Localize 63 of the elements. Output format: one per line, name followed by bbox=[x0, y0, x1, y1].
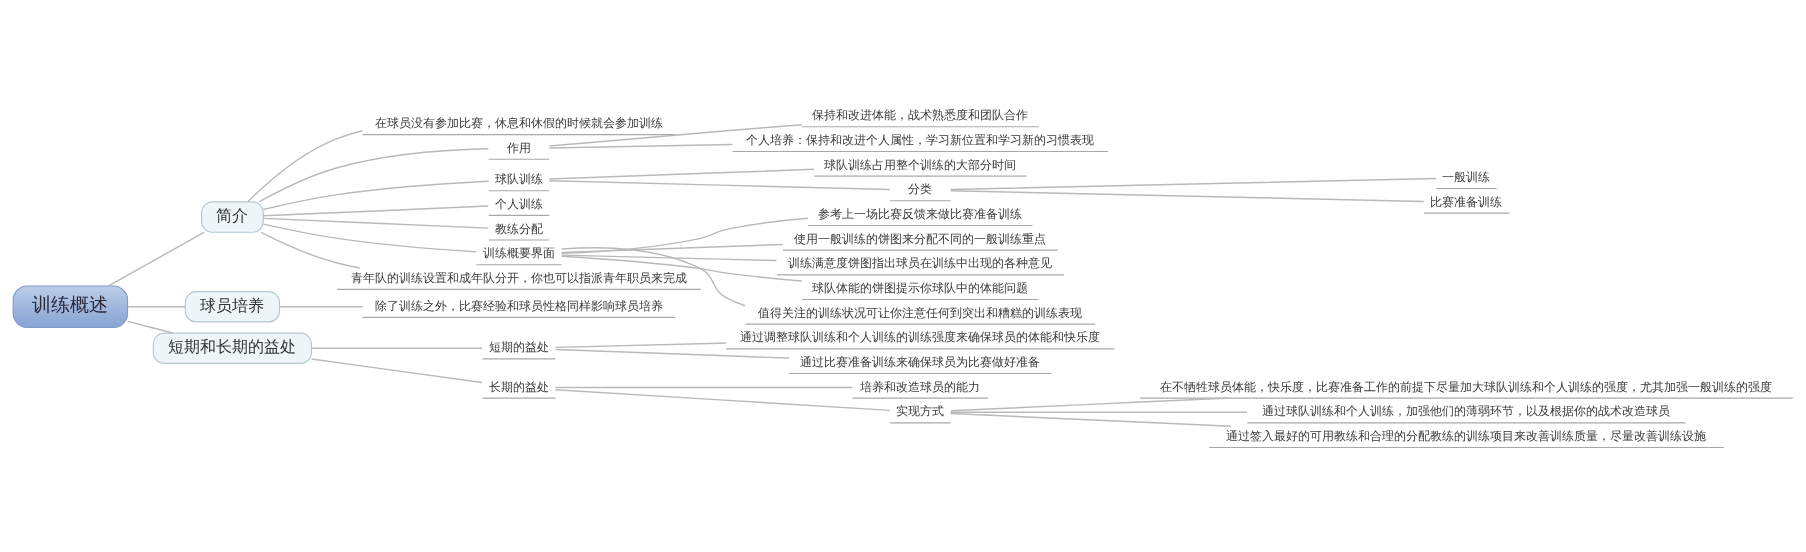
connector bbox=[107, 231, 205, 287]
connector bbox=[548, 123, 803, 147]
node-text: 通过比赛准备训练来确保球员为比赛做好准备 bbox=[800, 354, 1041, 369]
node-box: 球员培养 bbox=[184, 290, 281, 322]
connector bbox=[554, 386, 854, 388]
node-text: 在球员没有参加比赛，休息和休假的时候就会参加训练 bbox=[374, 115, 663, 130]
connector bbox=[950, 177, 1437, 190]
node-text: 球队体能的饼图提示你球队中的体能问题 bbox=[812, 280, 1029, 295]
connector bbox=[262, 222, 477, 253]
node-text: 在不牺牲球员体能，快乐度，比赛准备工作的前提下尽量加大球队训练和个人训练的强度，尤其加强一般训练的强度 bbox=[1160, 379, 1773, 394]
node-text: 使用一般训练的饼图来分配不同的一般训练重点 bbox=[794, 231, 1047, 246]
node-text: 球队训练 bbox=[494, 171, 543, 186]
node-text: 实现方式 bbox=[896, 403, 945, 418]
connector bbox=[262, 204, 490, 216]
connector bbox=[560, 217, 809, 254]
connector bbox=[554, 388, 891, 411]
connector bbox=[127, 320, 174, 334]
node-text: 长期的益处 bbox=[488, 379, 549, 394]
node-text: 球队训练占用整个训练的大部分时间 bbox=[824, 157, 1017, 172]
node-text: 个人训练 bbox=[494, 196, 543, 211]
connector bbox=[561, 246, 746, 306]
connector bbox=[260, 231, 361, 269]
node-text: 青年队的训练设置和成年队分开，你也可以指派青年职员来完成 bbox=[350, 270, 687, 285]
connector bbox=[548, 179, 891, 190]
connector bbox=[310, 347, 483, 349]
node-box: 训练概述 bbox=[12, 284, 129, 328]
connector bbox=[561, 255, 803, 282]
connector bbox=[950, 189, 1425, 202]
node-text: 训练满意度饼图指出球员在训练中出现的各种意见 bbox=[788, 255, 1053, 270]
connector bbox=[554, 341, 727, 348]
node-text: 培养和改造球员的能力 bbox=[860, 379, 981, 394]
node-text: 通过球队训练和个人训练，加强他们的薄弱环节，以及根据你的战术改造球员 bbox=[1262, 403, 1671, 418]
connector bbox=[127, 305, 186, 307]
connector bbox=[262, 217, 490, 229]
connector bbox=[258, 147, 490, 202]
connector bbox=[560, 243, 784, 253]
connector bbox=[548, 168, 815, 180]
node-text: 个人培养：保持和改进个人属性，学习新位置和学习新的习惯表现 bbox=[746, 132, 1095, 147]
node-text: 一般训练 bbox=[1442, 169, 1491, 184]
node-text: 通过签入最好的可用教练和合理的分配教练的训练项目来改善训练质量，尽量改善训练设施 bbox=[1226, 428, 1707, 443]
node-text: 作用 bbox=[506, 140, 531, 155]
connector bbox=[262, 180, 490, 210]
node-text: 比赛准备训练 bbox=[1430, 194, 1503, 209]
connector bbox=[950, 412, 1232, 427]
node-text: 通过调整球队训练和个人训练的训练强度来确保球员的体能和快乐度 bbox=[740, 329, 1101, 344]
connector bbox=[560, 253, 778, 261]
node-text: 分类 bbox=[908, 181, 933, 196]
node-box: 简介 bbox=[201, 200, 264, 233]
node-text: 值得关注的训练状况可让你注意任何到突出和糟糕的训练表现 bbox=[758, 305, 1083, 320]
connector bbox=[950, 410, 1248, 413]
node-text: 参考上一场比赛反馈来做比赛准备训练 bbox=[818, 206, 1023, 221]
connector bbox=[247, 129, 364, 202]
node-text: 训练概要界面 bbox=[482, 245, 555, 260]
node-box: 短期和长期的益处 bbox=[152, 332, 312, 364]
connector bbox=[554, 348, 790, 359]
node-text: 教练分配 bbox=[494, 221, 543, 236]
connector bbox=[548, 143, 733, 149]
connector bbox=[950, 396, 1228, 412]
connector bbox=[310, 357, 483, 383]
node-text: 短期的益处 bbox=[488, 339, 549, 354]
node-text: 保持和改进体能，战术熟悉度和团队合作 bbox=[812, 107, 1029, 122]
connector bbox=[278, 305, 364, 307]
node-text: 除了训练之外，比赛经验和球员性格同样影响球员培养 bbox=[374, 298, 663, 313]
